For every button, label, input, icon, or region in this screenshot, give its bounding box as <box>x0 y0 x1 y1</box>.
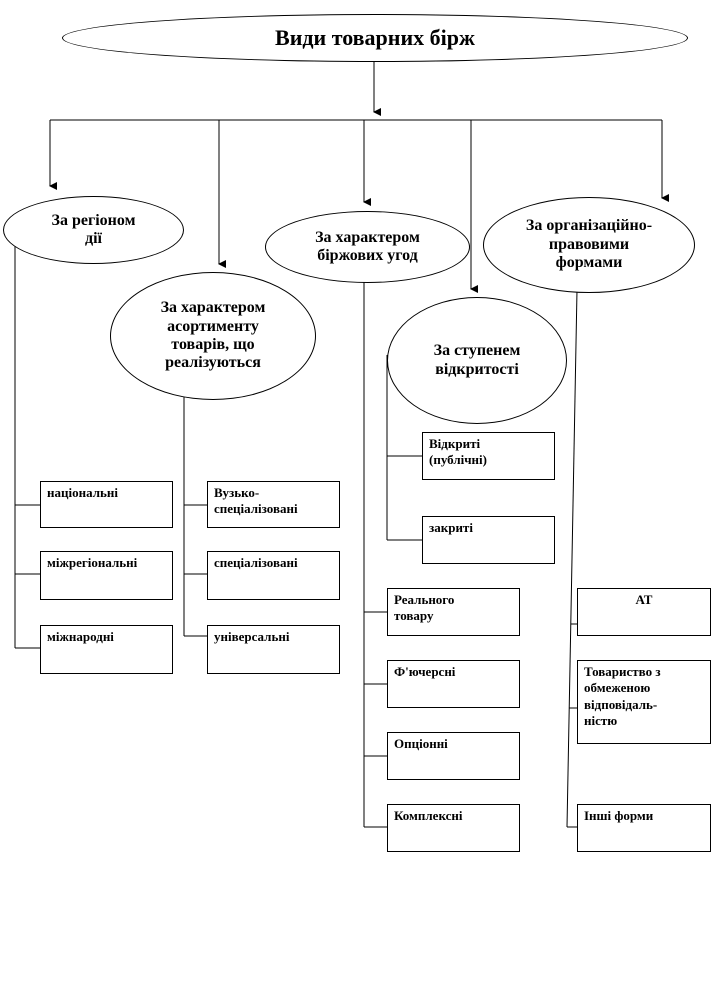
region-ellipse: За регіоном дії <box>3 196 184 264</box>
openness-label: За ступенем відкритості <box>433 342 521 378</box>
legal-ellipse: За організаційно- правовими формами <box>483 197 695 293</box>
deals-label: За характером біржових угод <box>315 228 420 264</box>
assortment-ellipse: За характером асортименту товарів, що ре… <box>110 272 316 400</box>
legal-item-llc: Товариство з обмеженою відповідаль- ніст… <box>577 660 711 744</box>
diagram-title: Види товарних бірж <box>275 25 475 51</box>
deals-item-real-goods: Реального товару <box>387 588 520 636</box>
assortment-item-specialized: спеціалізовані <box>207 551 340 600</box>
openness-ellipse: За ступенем відкритості <box>387 297 567 424</box>
assortment-label: За характером асортименту товарів, що ре… <box>160 299 266 372</box>
deals-item-futures: Ф'ючерсні <box>387 660 520 708</box>
deals-item-options: Опціонні <box>387 732 520 780</box>
assortment-item-universal: універсальні <box>207 625 340 674</box>
deals-ellipse: За характером біржових угод <box>265 211 470 283</box>
region-item-international: міжнародні <box>40 625 173 674</box>
legal-item-jsc: АТ <box>577 588 711 636</box>
region-item-interregional: міжрегіональні <box>40 551 173 600</box>
region-item-national: національні <box>40 481 173 528</box>
region-label: За регіоном дії <box>51 211 136 247</box>
legal-item-other: Інші форми <box>577 804 711 852</box>
assortment-item-narrow: Вузько- спеціалізовані <box>207 481 340 528</box>
title-ellipse: Види товарних бірж <box>62 14 688 62</box>
deals-item-complex: Комплексні <box>387 804 520 852</box>
openness-item-open: Відкриті (публічні) <box>422 432 555 480</box>
legal-label: За організаційно- правовими формами <box>525 217 653 272</box>
openness-item-closed: закриті <box>422 516 555 564</box>
